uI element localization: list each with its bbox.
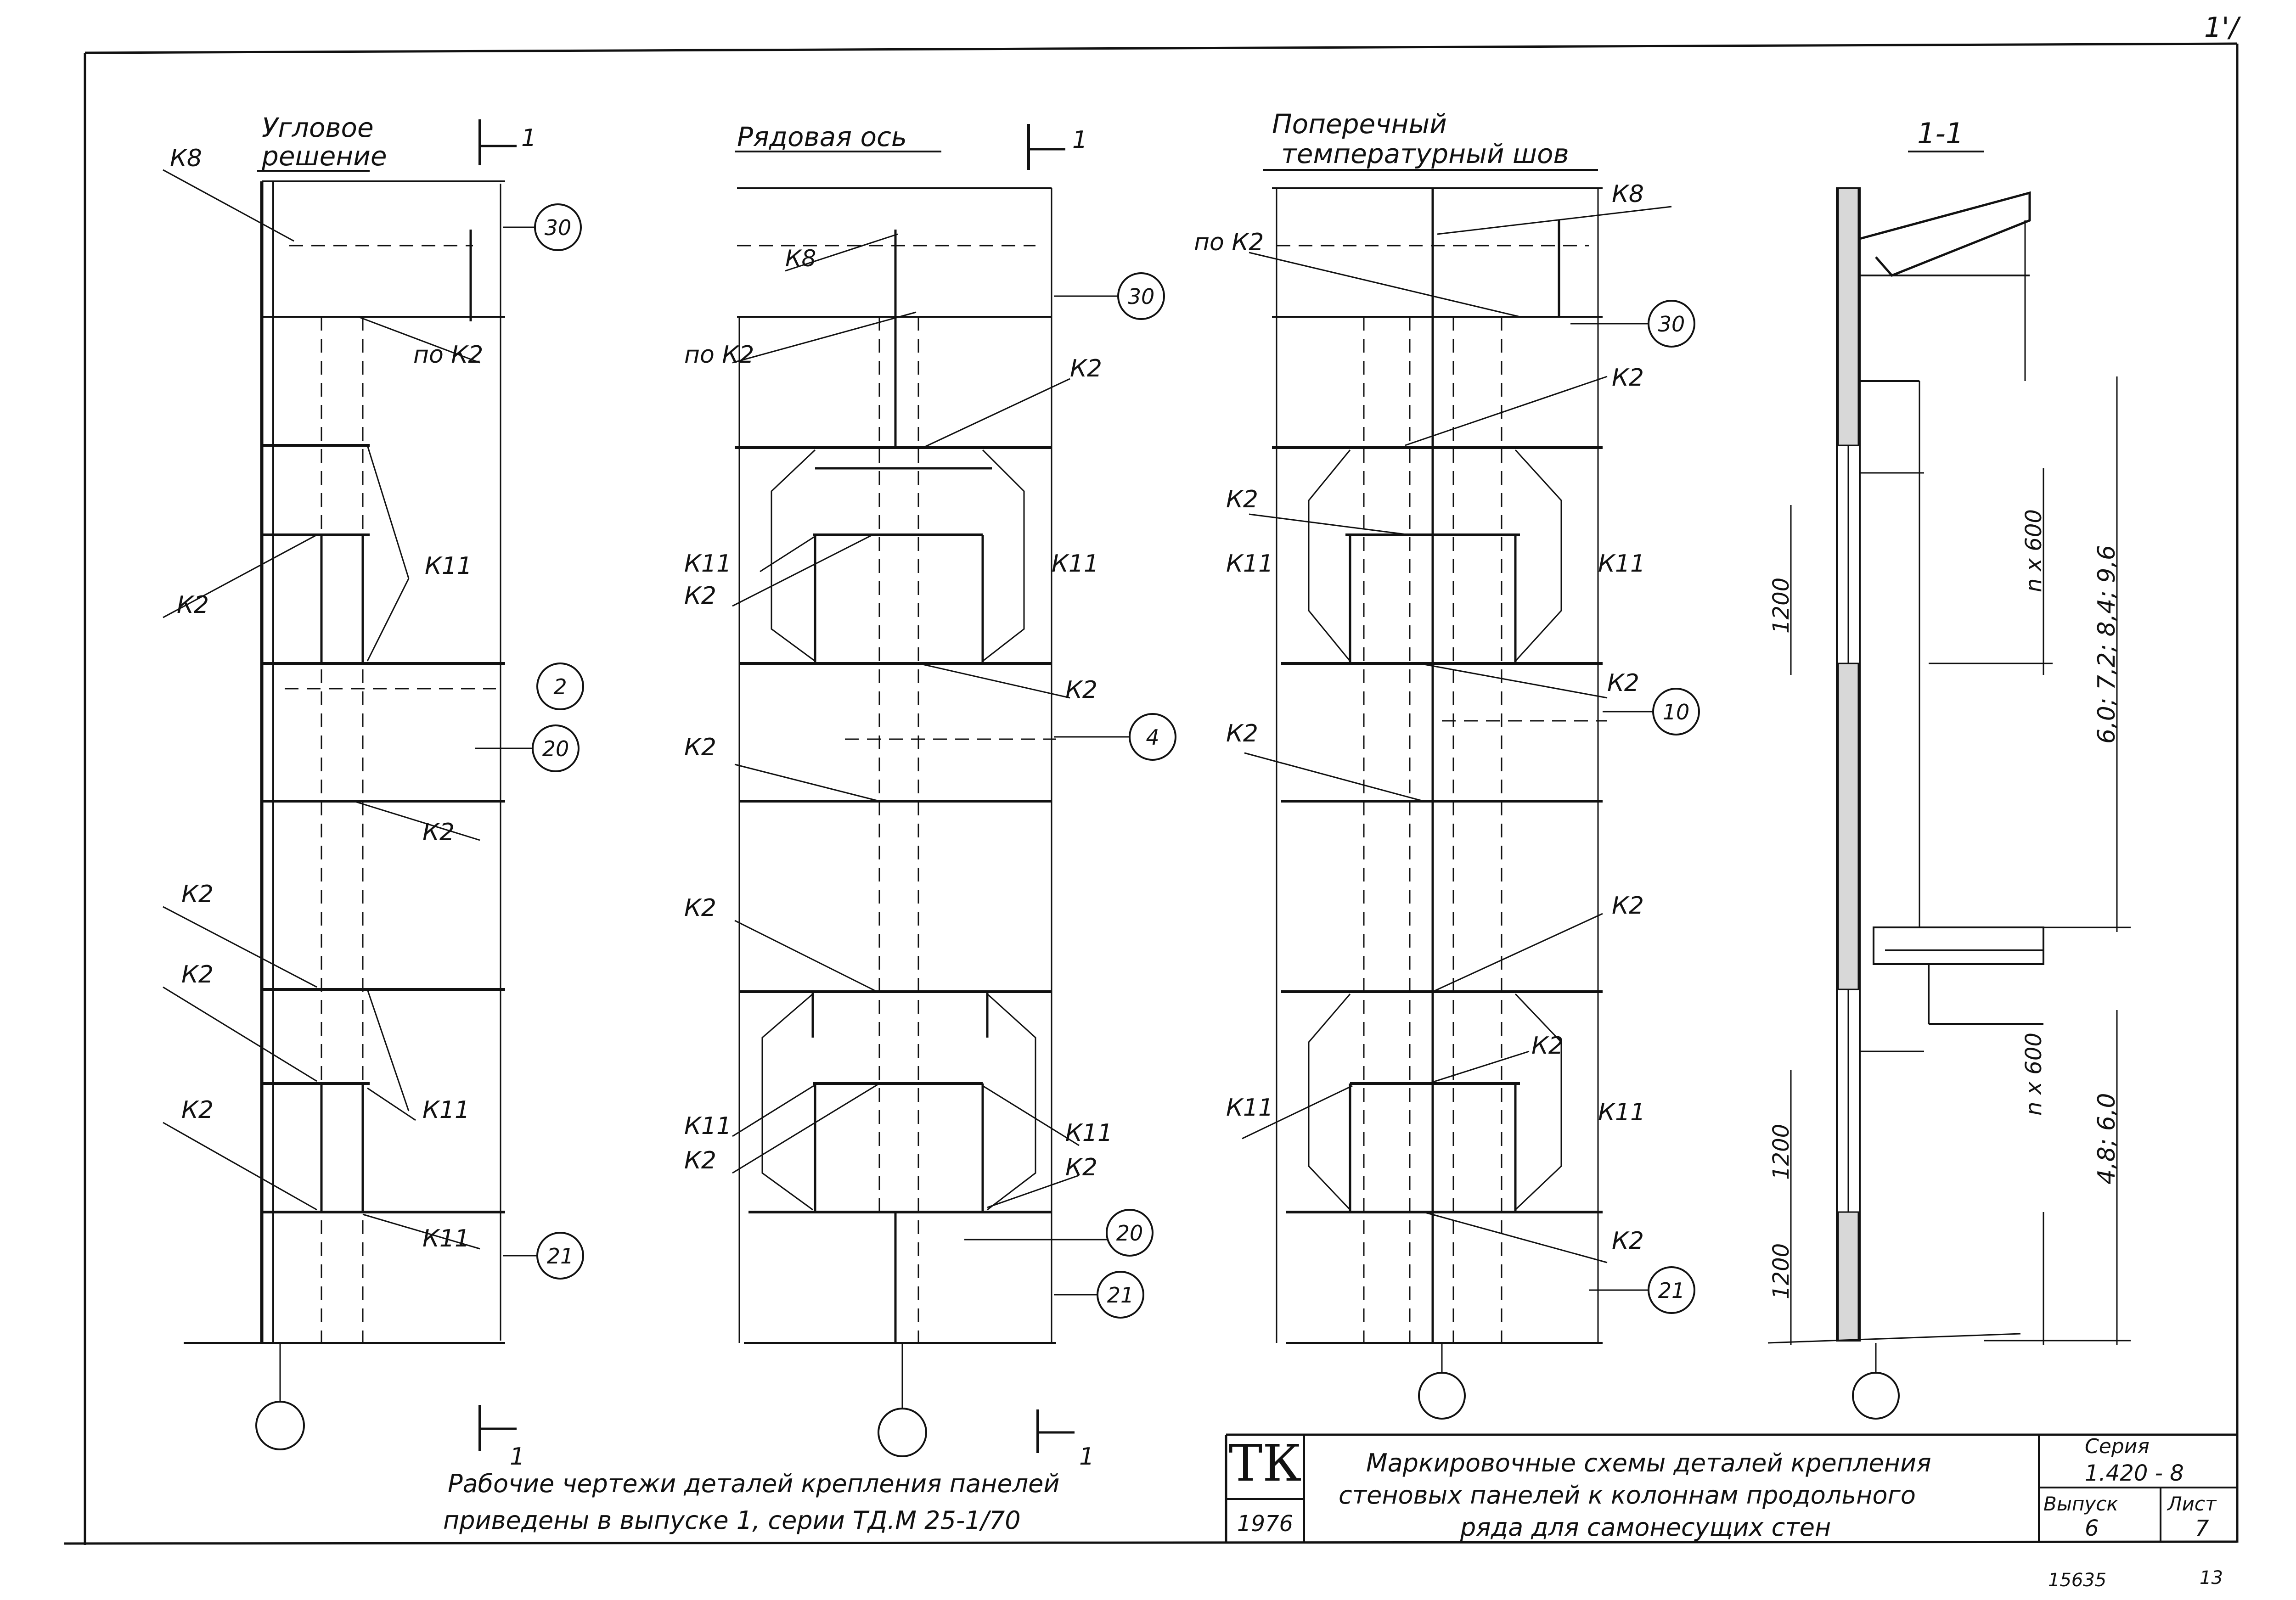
note-line2: приведены в выпуске 1, серии ТД.М 25-1/7… — [443, 1506, 1021, 1535]
dimension-heights-bottom: 4,8; 6,0 — [2093, 1093, 2121, 1185]
label-k11: К11 — [422, 1096, 470, 1124]
label-k2: К2 — [684, 582, 716, 610]
section-mark-top-left: 1 — [478, 119, 536, 165]
label-k2: К2 — [1065, 1154, 1097, 1181]
svg-text:1: 1 — [1079, 1443, 1094, 1471]
label-k8: К8 — [170, 145, 202, 172]
corner-mark-top-right: 1'/ — [2204, 11, 2241, 44]
bubble-label: 30 — [545, 215, 572, 240]
label-k11: К11 — [1226, 1094, 1273, 1122]
year: 1976 — [1237, 1511, 1293, 1537]
sheet-frame — [64, 42, 2239, 1545]
dimension-nx600-top: n x 600 — [2021, 509, 2047, 592]
label-k2: К2 — [1612, 1227, 1644, 1255]
view-title-joint-line1: Поперечный — [1272, 108, 1447, 140]
label-k2: К2 — [181, 1096, 214, 1124]
note-line1: Рабочие чертежи деталей крепления панеле… — [448, 1469, 1059, 1498]
section-mark-bottom-left: 1 — [478, 1405, 525, 1471]
view-row-axis: Рядовая ось — [684, 121, 1176, 1457]
view-title-corner-line1: Угловое — [262, 112, 374, 143]
svg-text:1: 1 — [521, 124, 536, 152]
label-k11: К11 — [1226, 550, 1273, 578]
svg-text:1: 1 — [1072, 126, 1087, 154]
label-k11: К11 — [425, 552, 472, 580]
sheet-label: Лист — [2167, 1493, 2217, 1515]
bubble-label: 21 — [547, 1244, 574, 1269]
label-k2: К2 — [1226, 720, 1258, 747]
sheet-title-line1: Маркировочные схемы деталей крепления — [1366, 1448, 1931, 1477]
view-corner-solution: Угловое решение — [163, 112, 584, 1450]
dimension-nx600-bottom: n x 600 — [2021, 1033, 2047, 1116]
section-mark-top-middle: 1 — [1027, 124, 1087, 170]
label-k2: К2 — [422, 819, 455, 846]
bubble-label: 2 — [553, 674, 567, 699]
view-title-joint-line2: температурный шов — [1281, 138, 1569, 169]
label-k11: К11 — [1052, 550, 1099, 578]
org-mark: ТК — [1229, 1434, 1302, 1493]
issue-value: 6 — [2085, 1516, 2099, 1541]
bubble-label: 30 — [1128, 284, 1155, 309]
dimension-1200-top: 1200 — [1768, 578, 1794, 634]
label-k2: К2 — [1612, 892, 1644, 920]
bubble-label: 20 — [542, 736, 569, 761]
label-k2: К2 — [1607, 669, 1639, 697]
view-temperature-joint: Поперечный температурный шов — [1194, 108, 1700, 1420]
svg-text:1: 1 — [510, 1443, 525, 1471]
bubble-label: 4 — [1146, 725, 1159, 750]
label-k2: К2 — [177, 591, 209, 619]
title-block: ТК 1976 Маркировочные схемы деталей креп… — [1225, 1433, 2237, 1591]
dimension-heights-top: 6,0; 7,2; 8,4; 9,6 — [2093, 545, 2121, 744]
bubble-label: 21 — [1107, 1283, 1134, 1308]
label-k11: К11 — [1598, 1099, 1645, 1126]
label-po-k2: по К2 — [684, 341, 754, 369]
label-k2: К2 — [684, 734, 716, 761]
label-k11: К11 — [422, 1225, 470, 1252]
label-k2: К2 — [1070, 355, 1102, 382]
bubble-label: 10 — [1663, 700, 1690, 724]
label-k8: К8 — [785, 245, 816, 272]
note: Рабочие чертежи деталей крепления панеле… — [443, 1469, 1059, 1535]
label-k11: К11 — [684, 550, 732, 578]
section-mark-bottom-middle: 1 — [1036, 1409, 1094, 1471]
view-title-corner-line2: решение — [261, 140, 387, 172]
label-k2: К2 — [684, 1147, 716, 1174]
archive-number: 15635 — [2048, 1570, 2106, 1591]
view-section-1-1: 1-1 1200 1200 1200 — [1767, 117, 2131, 1420]
label-k2: К2 — [684, 894, 716, 922]
label-k11: К11 — [1598, 550, 1645, 578]
label-k2: К2 — [1612, 364, 1644, 392]
sheet-value: 7 — [2195, 1516, 2209, 1541]
label-k11: К11 — [1065, 1119, 1113, 1147]
dimension-1200-bottom: 1200 — [1768, 1243, 1794, 1299]
view-title-section: 1-1 — [1917, 117, 1964, 150]
corner-mark-bottom-right: 13 — [2200, 1567, 2223, 1589]
issue-label: Выпуск — [2043, 1493, 2118, 1515]
label-po-k2: по К2 — [413, 341, 483, 369]
dimension-1200-middle: 1200 — [1768, 1124, 1794, 1180]
series-value: 1.420 - 8 — [2085, 1460, 2184, 1486]
sheet-title-line2: стеновых панелей к колоннам продольного — [1339, 1481, 1916, 1510]
label-k2: К2 — [181, 881, 214, 908]
label-po-k2: по К2 — [1194, 229, 1264, 256]
bubble-label: 20 — [1116, 1221, 1143, 1246]
view-title-row-axis: Рядовая ось — [737, 121, 907, 152]
label-k2: К2 — [1226, 486, 1258, 513]
label-k11: К11 — [684, 1112, 732, 1140]
bubble-label: 21 — [1658, 1278, 1685, 1303]
label-k2: К2 — [1065, 676, 1097, 704]
bubble-label: 30 — [1658, 312, 1685, 337]
sheet-title-line3: ряда для самонесущих стен — [1460, 1513, 1831, 1542]
label-k8: К8 — [1612, 180, 1644, 208]
label-k2: К2 — [181, 961, 214, 988]
label-k2: К2 — [1531, 1032, 1564, 1060]
series-label: Серия — [2085, 1435, 2150, 1458]
